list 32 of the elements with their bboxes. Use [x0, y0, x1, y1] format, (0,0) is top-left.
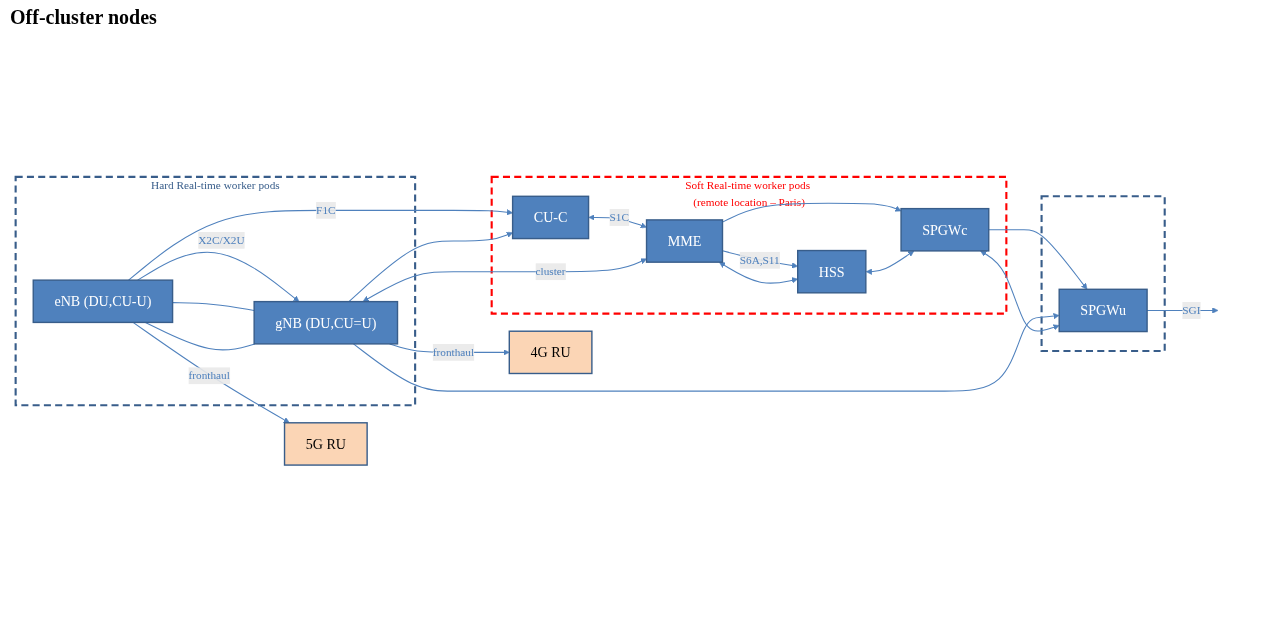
node-box: gNB (DU,CU=U) — [253, 300, 399, 345]
node-box: 5G RU — [283, 422, 368, 466]
arrow — [362, 258, 647, 302]
node-box: 4G RU — [508, 330, 593, 375]
node-box: HSS — [797, 249, 867, 294]
connector — [144, 321, 256, 351]
edge-label: F1C — [316, 204, 336, 217]
node-box: CU-C — [511, 195, 590, 240]
arrow — [132, 321, 290, 424]
connector — [172, 302, 255, 311]
arrow — [352, 313, 1060, 392]
node-box: SPGWu — [1058, 288, 1148, 333]
arrow — [988, 229, 1088, 290]
arrow — [719, 262, 798, 284]
node-box: eNB (DU,CU-U) — [32, 279, 174, 324]
note-text: Off-cluster nodes — [10, 6, 157, 29]
cluster — [1040, 195, 1166, 352]
node-box: MME — [645, 219, 724, 263]
edge-label: fronthaul — [432, 346, 475, 358]
edge-label: cluster — [535, 265, 566, 278]
arrow — [128, 209, 513, 281]
edge-label: SGI — [1182, 304, 1201, 317]
arrow — [980, 250, 1060, 332]
arrow — [137, 251, 300, 302]
edge-label: fronthaul — [188, 369, 230, 382]
edge-label: S6A,S11 — [739, 253, 780, 266]
arrow — [721, 202, 902, 223]
node-box: SPGWc — [900, 207, 990, 252]
edge-label: S1C — [609, 211, 629, 224]
arrow — [348, 231, 513, 303]
arrow — [865, 250, 915, 275]
edge-label: X2C/X2U — [198, 233, 245, 246]
